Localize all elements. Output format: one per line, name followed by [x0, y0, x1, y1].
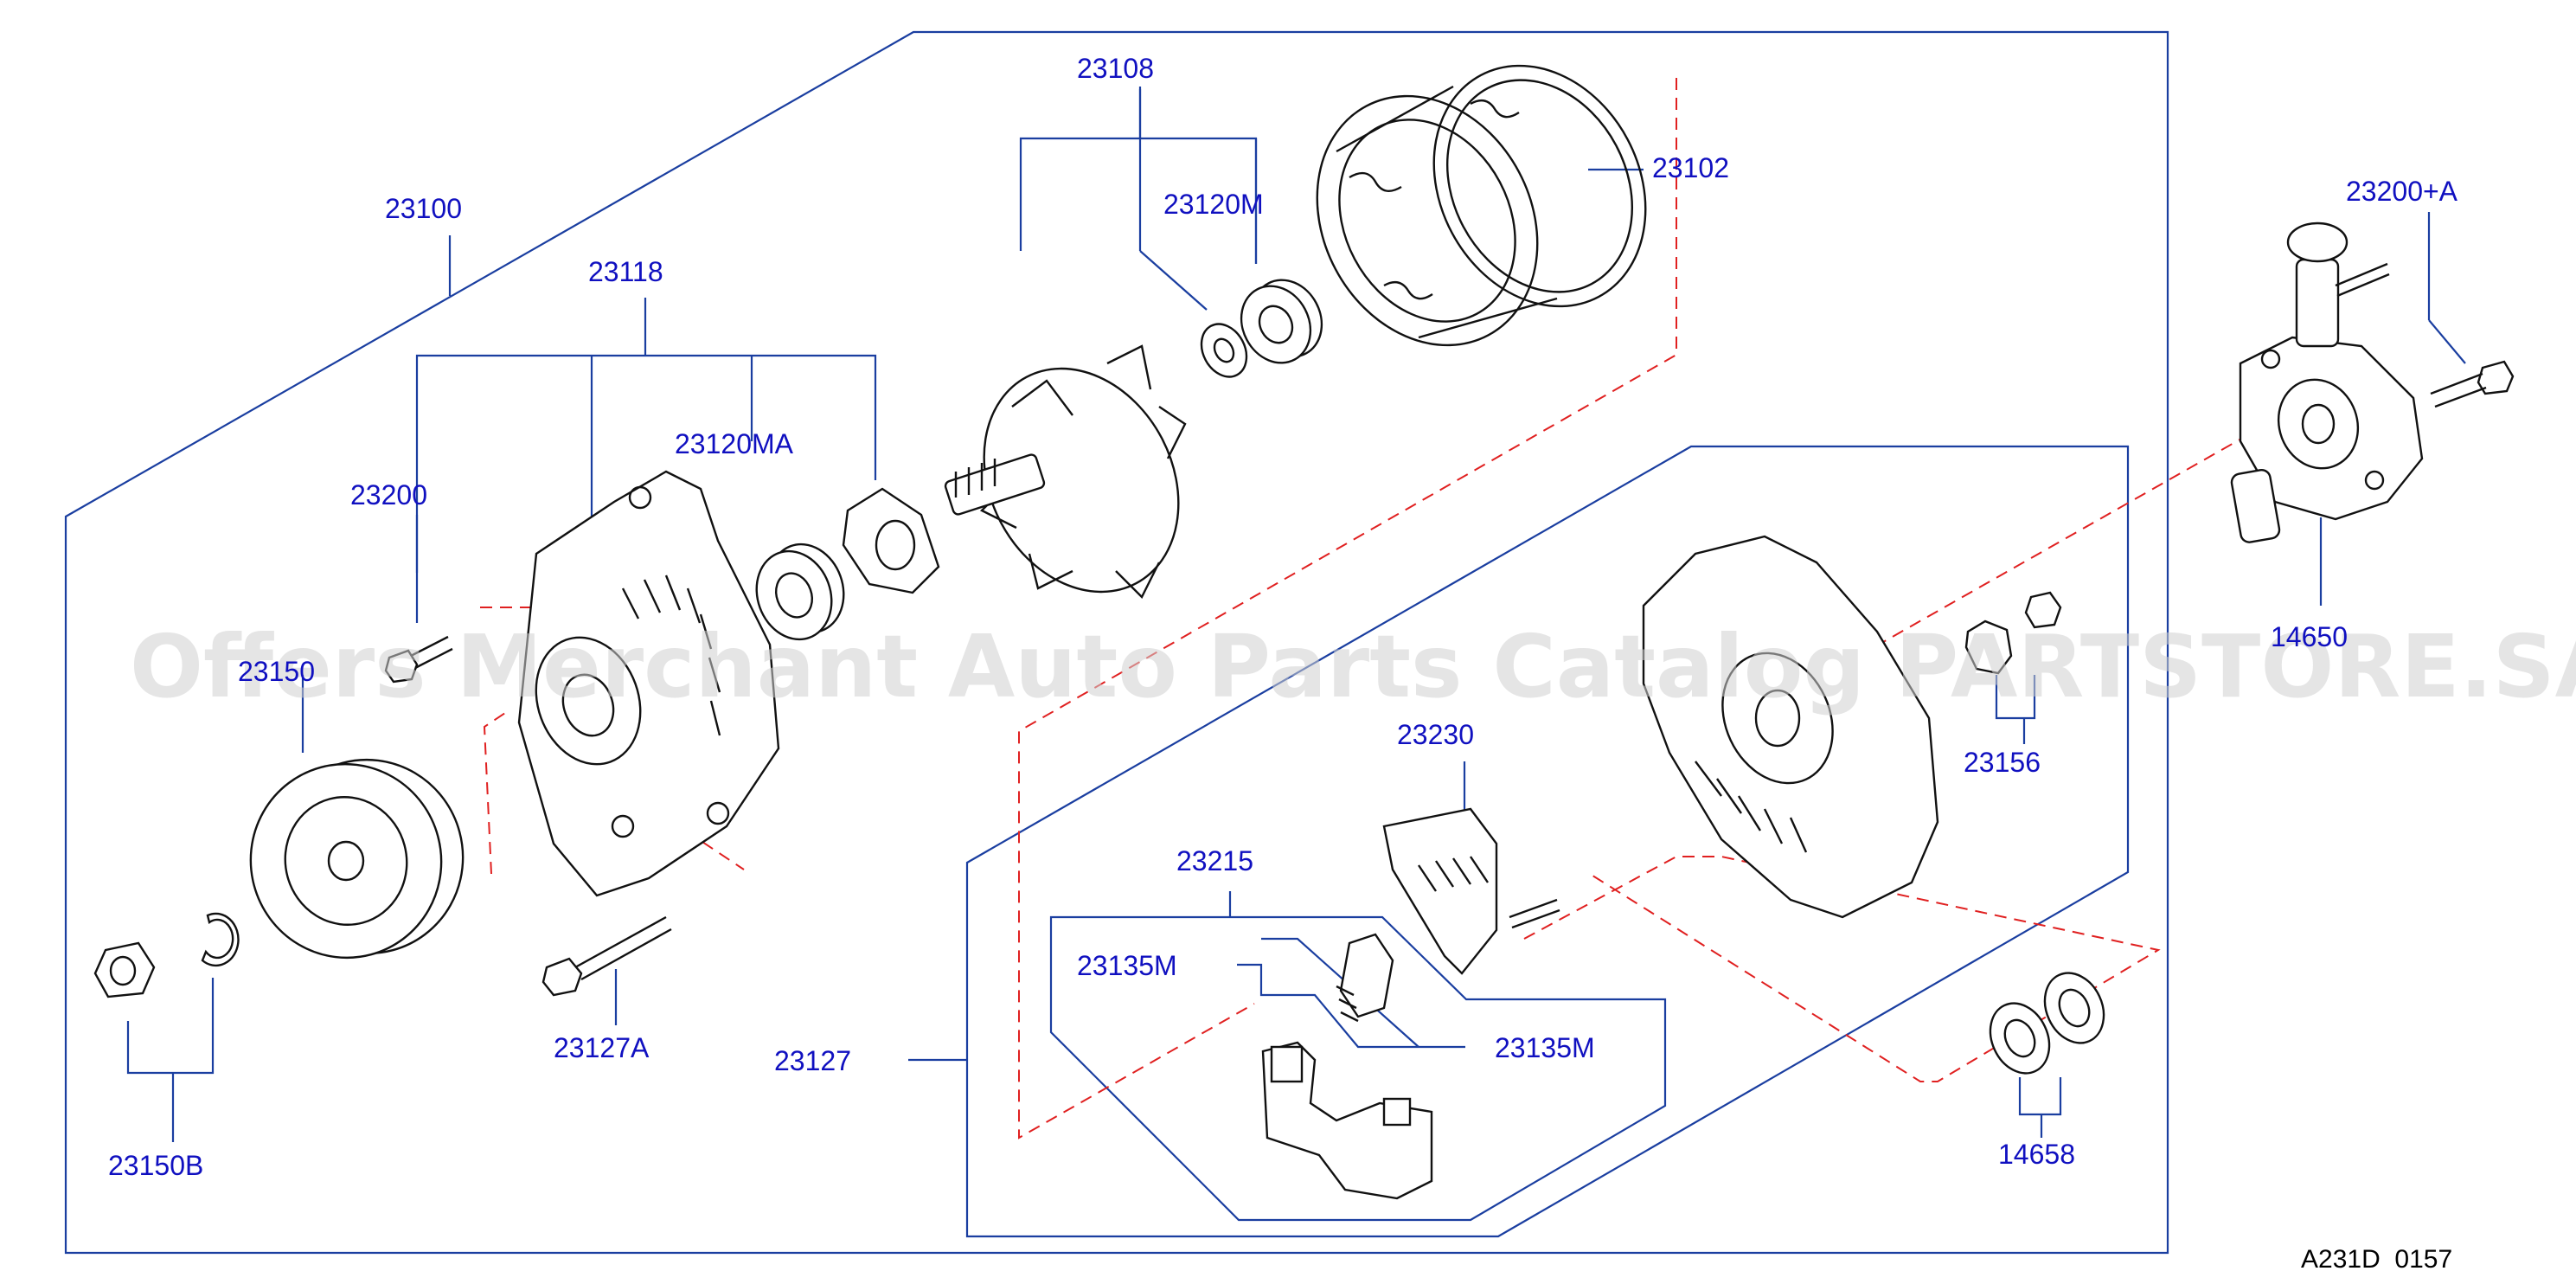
label-23108[interactable]: 23108	[1077, 53, 1154, 84]
label-14650[interactable]: 14650	[2271, 621, 2348, 652]
label-23150[interactable]: 23150	[238, 656, 315, 687]
front-housing	[517, 470, 780, 897]
bolt-23127a	[541, 915, 672, 997]
part-labels: 23100 23118 23108 23120M 23102 23200 231…	[108, 53, 2458, 1181]
label-23156[interactable]: 23156	[1964, 747, 2041, 778]
nut-and-washer-23150b	[93, 912, 240, 998]
bearing-retainer-plate	[842, 487, 940, 594]
label-23100[interactable]: 23100	[385, 193, 462, 224]
assembly-outline-23100	[64, 30, 2169, 1255]
bearing-23120m	[1240, 279, 1323, 364]
bolt-23200	[384, 635, 453, 684]
label-23118[interactable]: 23118	[588, 256, 663, 287]
assembly-outline-23215	[1049, 915, 1667, 1222]
label-23135m-left[interactable]: 23135M	[1077, 950, 1177, 981]
label-23127[interactable]: 23127	[774, 1045, 851, 1076]
seals-14658	[1989, 972, 2105, 1075]
rear-housing	[1642, 535, 1939, 919]
pulley-23150	[249, 758, 465, 960]
label-23120m[interactable]: 23120M	[1163, 189, 1264, 220]
label-23230[interactable]: 23230	[1397, 719, 1474, 750]
label-23127a[interactable]: 23127A	[554, 1032, 650, 1063]
label-23135m-right[interactable]: 23135M	[1495, 1032, 1595, 1063]
assembly-outline-23127	[965, 445, 2130, 1238]
vacuum-pump-14650	[2230, 221, 2424, 543]
label-14658[interactable]: 14658	[1998, 1139, 2075, 1170]
leader-lines	[126, 87, 2466, 1142]
stator-23102	[1316, 64, 1647, 347]
bolt-23200a	[2430, 360, 2515, 408]
label-23215[interactable]: 23215	[1176, 845, 1253, 876]
label-23150b[interactable]: 23150B	[108, 1150, 203, 1181]
watermark-text: Offers Merchant Auto Parts Catalog PARTS…	[130, 616, 2576, 717]
rotor-23108	[944, 344, 1187, 600]
label-23200[interactable]: 23200	[350, 479, 427, 510]
regulator-23230	[1382, 807, 1560, 975]
label-23120ma[interactable]: 23120MA	[675, 428, 794, 459]
label-23102[interactable]: 23102	[1652, 152, 1729, 183]
label-23200a[interactable]: 23200+A	[2346, 176, 2458, 207]
spacer-23108-washer	[1200, 323, 1248, 378]
terminal-parts-23156	[1964, 591, 2062, 675]
bearing-23120ma	[755, 542, 845, 641]
brush-holder-23215	[1261, 933, 1433, 1200]
diagram-code: A231D 0157	[2301, 1245, 2452, 1274]
